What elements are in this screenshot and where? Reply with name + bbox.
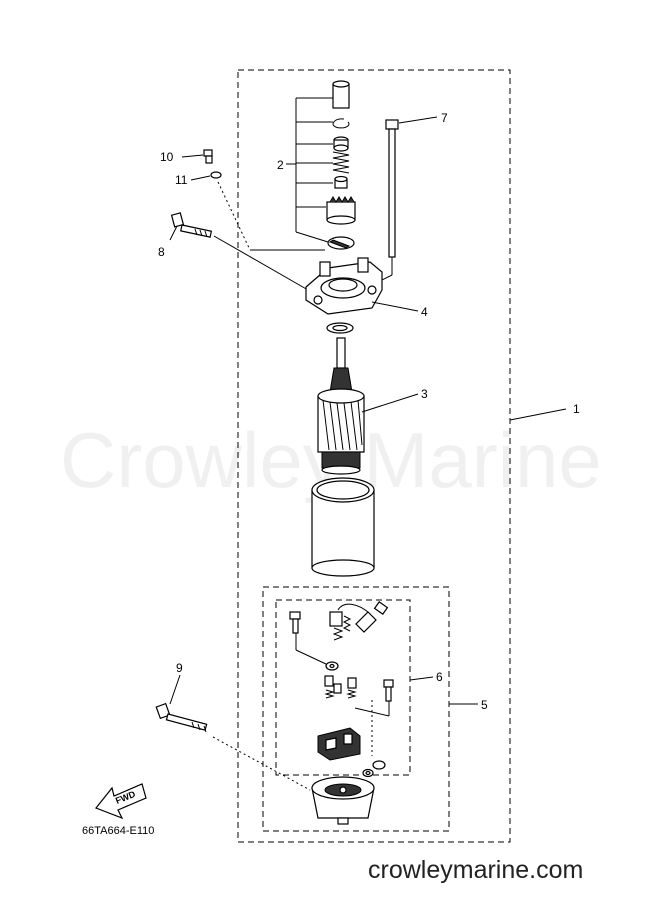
leader-7 (398, 116, 438, 124)
footer-url[interactable]: crowleymarine.com (368, 856, 583, 884)
brush-screw-right[interactable] (383, 679, 394, 702)
leader-10 (181, 154, 204, 158)
nut-and-washer[interactable] (362, 760, 386, 778)
bolt-8[interactable] (170, 212, 213, 238)
callout-2-bracket (286, 97, 333, 243)
callout-8: 8 (158, 245, 165, 259)
pinion-parts-stack[interactable] (326, 80, 356, 250)
callout-4: 4 (421, 305, 428, 319)
brush-screw-left[interactable] (289, 611, 301, 634)
callout-7: 7 (441, 111, 448, 125)
brush-holder-plate[interactable] (317, 727, 361, 761)
screw-path (217, 181, 251, 251)
fwd-arrow-icon: FWD (95, 783, 147, 820)
brush-wire-assembly[interactable] (329, 601, 389, 641)
callout-10: 10 (160, 150, 174, 164)
bolt-9-path (212, 736, 311, 791)
front-cover-bracket[interactable] (305, 257, 383, 315)
brush-screw-path-2 (295, 649, 327, 665)
screw-10[interactable] (203, 149, 213, 164)
brush-holder-outline (262, 586, 450, 832)
leader-6 (409, 676, 434, 681)
callout-6: 6 (436, 670, 443, 684)
yoke-housing[interactable] (311, 477, 375, 577)
starter-assembly-outline (237, 69, 511, 843)
bolt-9[interactable] (155, 702, 208, 733)
leader-8 (169, 225, 178, 241)
callout-1: 1 (573, 402, 580, 416)
leader-1 (509, 408, 567, 421)
brush-set[interactable] (324, 675, 357, 699)
through-bolt[interactable] (379, 119, 399, 282)
leader-4 (371, 301, 419, 312)
brush-terminal[interactable] (325, 661, 339, 671)
callout-5: 5 (481, 698, 488, 712)
thrust-washer[interactable] (326, 322, 354, 334)
leader-11 (190, 175, 211, 181)
bolt-8-path (213, 235, 309, 291)
leader-9 (169, 674, 181, 705)
rear-end-cover[interactable] (311, 776, 375, 825)
leader-3 (361, 393, 419, 413)
callout-9: 9 (176, 661, 183, 675)
callout-2: 2 (277, 158, 284, 172)
armature[interactable] (317, 337, 365, 475)
callout-11: 11 (175, 173, 188, 187)
washer-11[interactable] (210, 171, 222, 179)
diagram-code: 66TA664-E110 (82, 825, 154, 837)
callout-3: 3 (421, 387, 428, 401)
brush-set-outline (275, 599, 411, 776)
